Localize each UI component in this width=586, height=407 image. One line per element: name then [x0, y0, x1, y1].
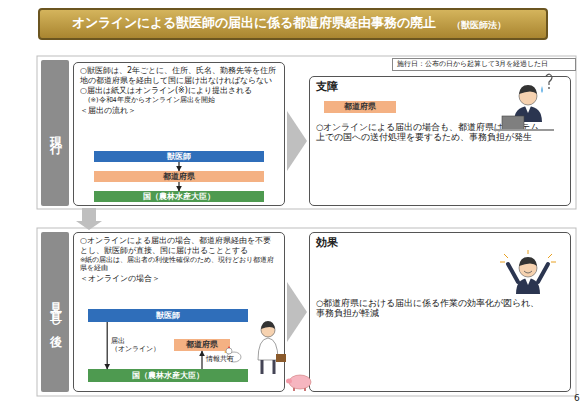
current-panel: ○獣医師は、2年ごとに、住所、氏名、勤務先等を住所地の都道府県を経由して国に届け… [73, 62, 285, 206]
law-name: （獣医師法） [452, 19, 506, 32]
node-text: ○都道府県における届出に係る作業の効率化が図られ、事務負担が軽減 [316, 298, 564, 319]
actor-bar: 国（農林水産大臣） [94, 191, 264, 202]
page-number: 6 [574, 393, 580, 403]
node-text: ○届出は紙又はオンライン(※)により提出される [80, 86, 278, 96]
node-text: 獣医師 [156, 312, 180, 320]
block-arrow [287, 282, 307, 342]
panel-heading: 効果 [316, 236, 564, 250]
node-text: 獣医師 [167, 153, 191, 161]
section-tab: 見直し後 [41, 232, 69, 392]
section-frame [37, 56, 576, 209]
node-text: 国（農林水産大臣） [132, 372, 204, 380]
node-text: 国（農林水産大臣） [143, 193, 215, 201]
node-text: 都道府県 [344, 103, 376, 111]
section-frame [37, 228, 576, 396]
node-text: ※紙の届出は、届出者の利便性確保のため、現行どおり都道府県を経由 [80, 256, 278, 272]
node-text: 都道府県 [163, 173, 195, 181]
actor-bar: 獣医師 [94, 151, 264, 162]
actor-bar: 都道府県 [94, 171, 264, 182]
effective-date-box: 施行日：公布の日から起算して3月を経過した日 [392, 58, 576, 71]
problem-panel: 支障 ○オンラインによる届出の場合も、都道府県はシステム上での国への送付処理を要す… [309, 76, 571, 206]
edge-label: 届出 （オンライン） [111, 337, 165, 354]
flow-arrow [178, 182, 179, 191]
node-text: 都道府県 [186, 341, 218, 349]
happy-person-illustration [500, 250, 556, 294]
node-text: 見直し後 [48, 293, 63, 331]
node-text: (※)令和4年度からオンライン届出を開始 [80, 96, 278, 104]
edge-label: 情報共有 [206, 355, 260, 363]
node-text: 施行日：公布の日から起算して3月を経過した日 [397, 60, 548, 69]
chicken-illustration [224, 346, 241, 362]
section-tab: 現行 [41, 60, 69, 206]
actor-bar: 都道府県 [174, 339, 230, 351]
node-text: ○オンラインによる届出の場合も、都道府県はシステム上での国への送付処理を要するた… [316, 122, 564, 143]
block-arrow [287, 111, 307, 171]
revised-panel: ○オンラインによる届出の場合、都道府県経由を不要とし、獣医師が直接、国に届け出る… [73, 232, 285, 392]
worried-person-illustration [494, 74, 554, 131]
pig-illustration [286, 375, 311, 391]
flow-arrow [107, 322, 108, 369]
node-text: ＜届出の流れ＞ [80, 106, 278, 116]
node-text: 現行 [48, 127, 63, 139]
veterinarian-illustration [258, 321, 286, 374]
block-arrow [76, 208, 102, 230]
node-text: ○獣医師は、2年ごとに、住所、氏名、勤務先等を住所地の都道府県を経由して国に届け… [80, 66, 278, 86]
effect-panel: 効果 ○都道府県における届出に係る作業の効率化が図られ、事務負担が軽減 [309, 232, 571, 392]
actor-bar: 獣医師 [88, 309, 248, 322]
slide-title: オンラインによる獣医師の届出に係る都道府県経由事務の廃止 [58, 15, 450, 31]
panel-heading: 支障 [316, 80, 564, 94]
flow-arrow [178, 162, 179, 171]
node-text: ＜オンラインの場合＞ [80, 274, 278, 284]
node-text: ○オンラインによる届出の場合、都道府県経由を不要とし、獣医師が直接、国に届け出る… [80, 236, 278, 256]
actor-bar: 都道府県 [324, 101, 396, 113]
flow-arrow [201, 351, 202, 369]
actor-bar: 国（農林水産大臣） [88, 369, 248, 382]
